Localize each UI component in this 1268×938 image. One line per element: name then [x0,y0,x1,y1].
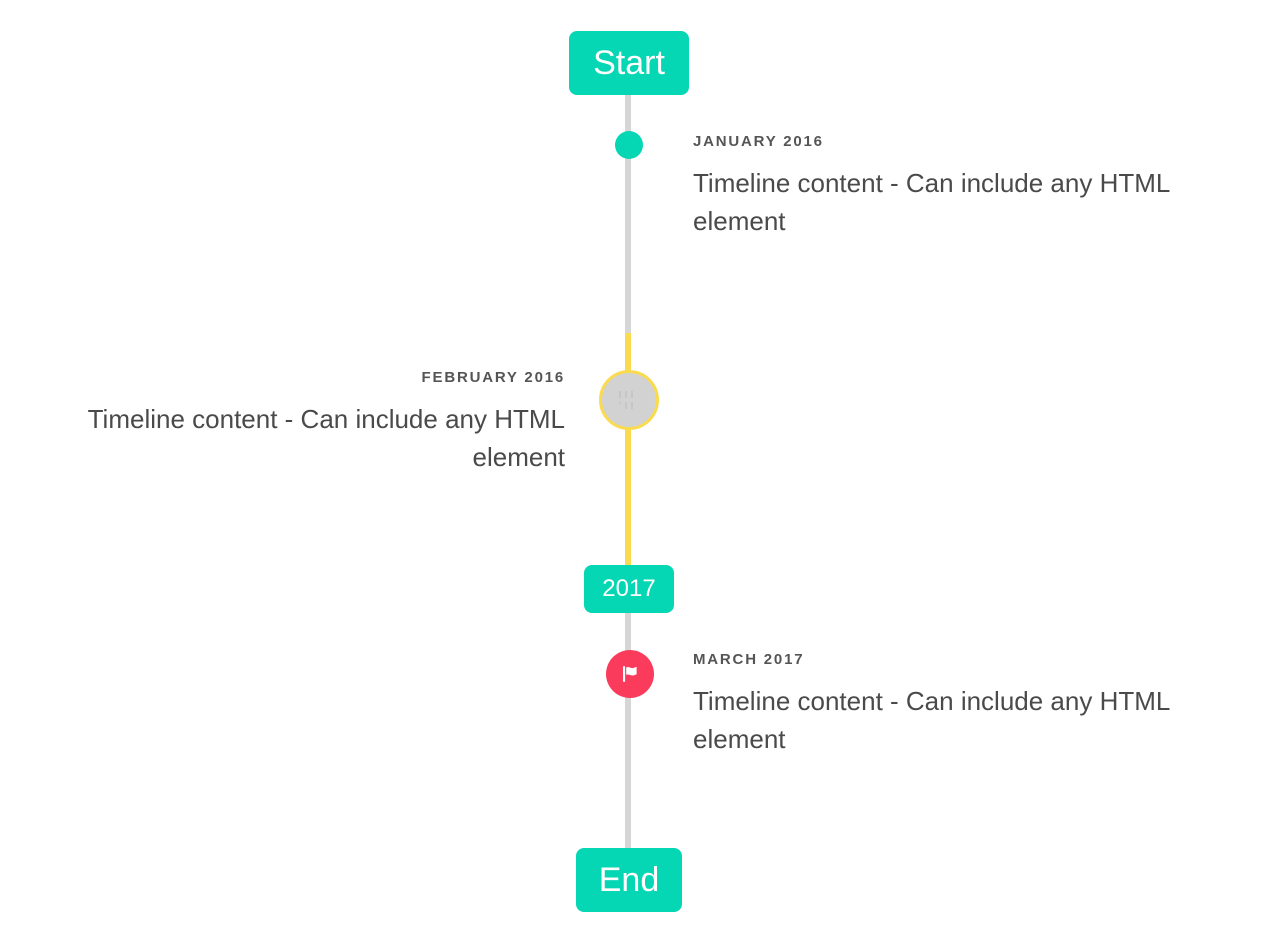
timeline-year-label: 2017 [602,575,656,602]
timeline-marker-dot[interactable] [615,131,643,159]
timeline-marker-flag[interactable] [606,650,654,698]
broken-image-icon [618,391,640,409]
timeline-start-badge[interactable]: Start [569,31,689,95]
timeline-entry-body: Timeline content - Can include any HTML … [693,168,1170,236]
timeline-entry-february: FEBRUARY 2016 Timeline content - Can inc… [40,369,565,477]
timeline-marker-broken-image[interactable] [599,370,659,430]
timeline-entry-date: MARCH 2017 [693,651,805,668]
timeline-entry-date: FEBRUARY 2016 [421,369,565,386]
timeline-line-grey-lower [625,613,631,852]
timeline-entry-march: MARCH 2017 Timeline content - Can includ… [693,651,1223,759]
timeline-entry-body: Timeline content - Can include any HTML … [693,686,1170,754]
timeline-entry-body: Timeline content - Can include any HTML … [87,404,565,472]
timeline-end-label: End [598,860,660,899]
timeline-end-badge[interactable]: End [576,848,682,912]
timeline-start-label: Start [593,43,665,82]
timeline-year-badge[interactable]: 2017 [584,565,674,613]
timeline-line-grey-upper [625,95,631,333]
timeline-line-highlight [625,333,631,565]
timeline-entry-january: JANUARY 2016 Timeline content - Can incl… [693,133,1223,241]
flag-icon [623,666,637,682]
timeline-entry-date: JANUARY 2016 [693,133,824,150]
